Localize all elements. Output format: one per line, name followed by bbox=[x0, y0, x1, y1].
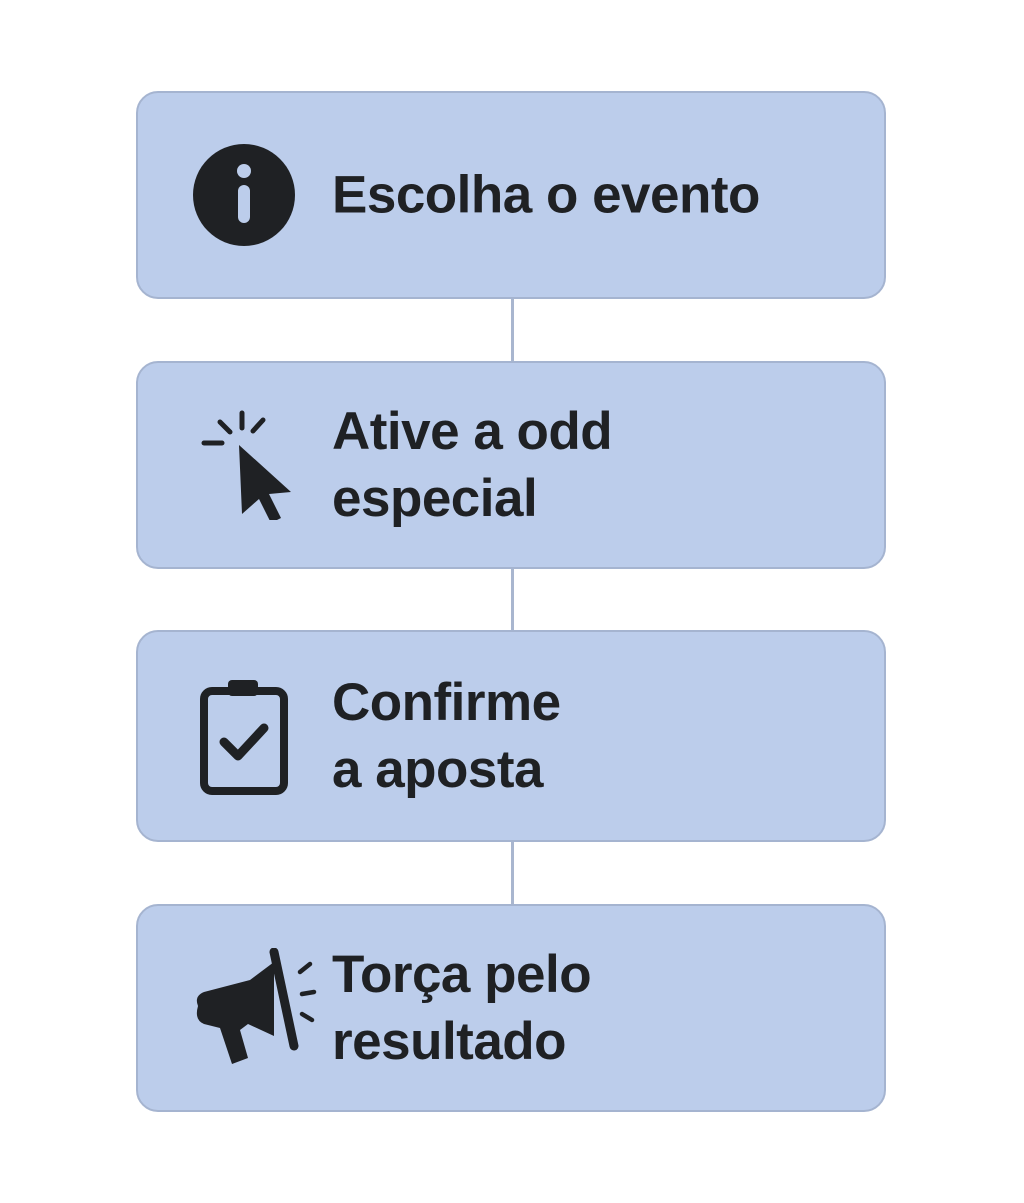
cursor-click-icon bbox=[188, 409, 300, 521]
step-label: Ative a odd especial bbox=[332, 402, 613, 528]
step-box-activate-odd: Ative a odd especial bbox=[136, 361, 886, 569]
step-box-cheer-result: Torça pelo resultado bbox=[136, 904, 886, 1112]
step-box-confirm-bet: Confirme a aposta bbox=[136, 630, 886, 842]
connector-line bbox=[511, 298, 514, 362]
clipboard-check-icon bbox=[188, 680, 300, 795]
step-label: Escolha o evento bbox=[332, 165, 760, 225]
step-label: Confirme a aposta bbox=[332, 673, 561, 799]
connector-line bbox=[511, 841, 514, 905]
step-label: Torça pelo resultado bbox=[332, 945, 592, 1071]
step-box-choose-event: Escolha o evento bbox=[136, 91, 886, 299]
info-icon bbox=[188, 139, 300, 251]
connector-line bbox=[511, 568, 514, 631]
megaphone-icon bbox=[190, 948, 320, 1068]
